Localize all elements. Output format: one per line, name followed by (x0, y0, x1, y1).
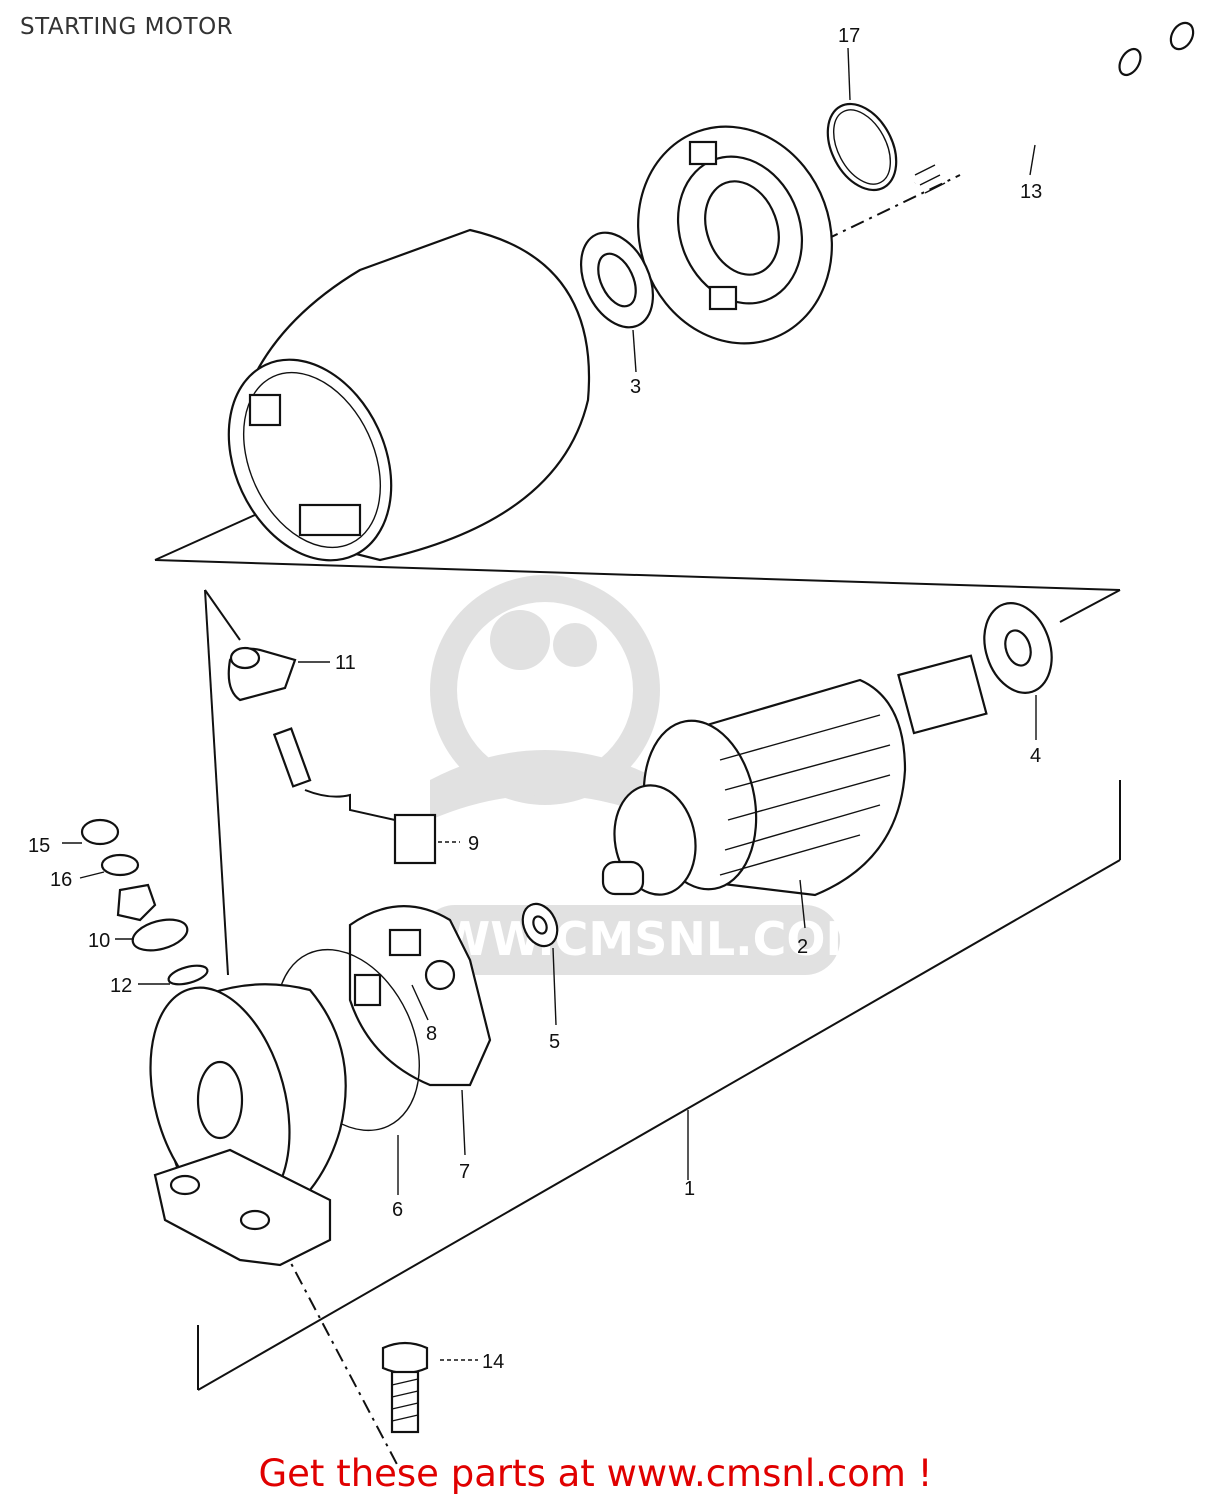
page-title: STARTING MOTOR (20, 14, 234, 40)
callout-12: 12 (110, 975, 132, 997)
callout-17: 17 (838, 25, 860, 47)
callout-7: 7 (459, 1161, 470, 1183)
callout-labels: 17 13 3 11 4 15 9 16 10 2 12 8 5 7 1 6 1… (28, 25, 1042, 1373)
callout-15: 15 (28, 835, 50, 857)
callout-9: 9 (468, 833, 479, 855)
callout-10: 10 (88, 930, 110, 952)
callout-3: 3 (630, 376, 641, 398)
through-bolt (913, 21, 1195, 194)
callout-6: 6 (392, 1199, 403, 1221)
small-washer (521, 902, 559, 948)
callout-14: 14 (482, 1351, 504, 1373)
parts-link-text[interactable]: Get these parts at www.cmsnl.com ! (258, 1452, 933, 1495)
callout-16: 16 (50, 869, 72, 891)
o-ring (826, 102, 898, 192)
front-end-cover (149, 983, 347, 1267)
callout-13: 13 (1020, 181, 1042, 203)
armature (601, 654, 988, 897)
brush-lead (272, 727, 437, 865)
thrust-washer (983, 602, 1053, 694)
screw (381, 1341, 429, 1434)
callout-1: 1 (684, 1178, 695, 1200)
callout-4: 4 (1030, 745, 1041, 767)
brush-holder-plate (348, 905, 492, 1087)
callout-2: 2 (797, 936, 808, 958)
terminal-insulator (227, 646, 297, 702)
leader-lines (62, 47, 1037, 1361)
callout-11: 11 (335, 652, 356, 674)
yoke-housing (227, 228, 591, 562)
nut-stack (80, 818, 209, 986)
callout-8: 8 (426, 1023, 437, 1045)
parts-link-banner[interactable]: Get these parts at www.cmsnl.com ! (0, 1452, 1211, 1495)
oil-seal (580, 231, 654, 329)
rear-end-cover (637, 125, 833, 345)
callout-5: 5 (549, 1031, 560, 1053)
